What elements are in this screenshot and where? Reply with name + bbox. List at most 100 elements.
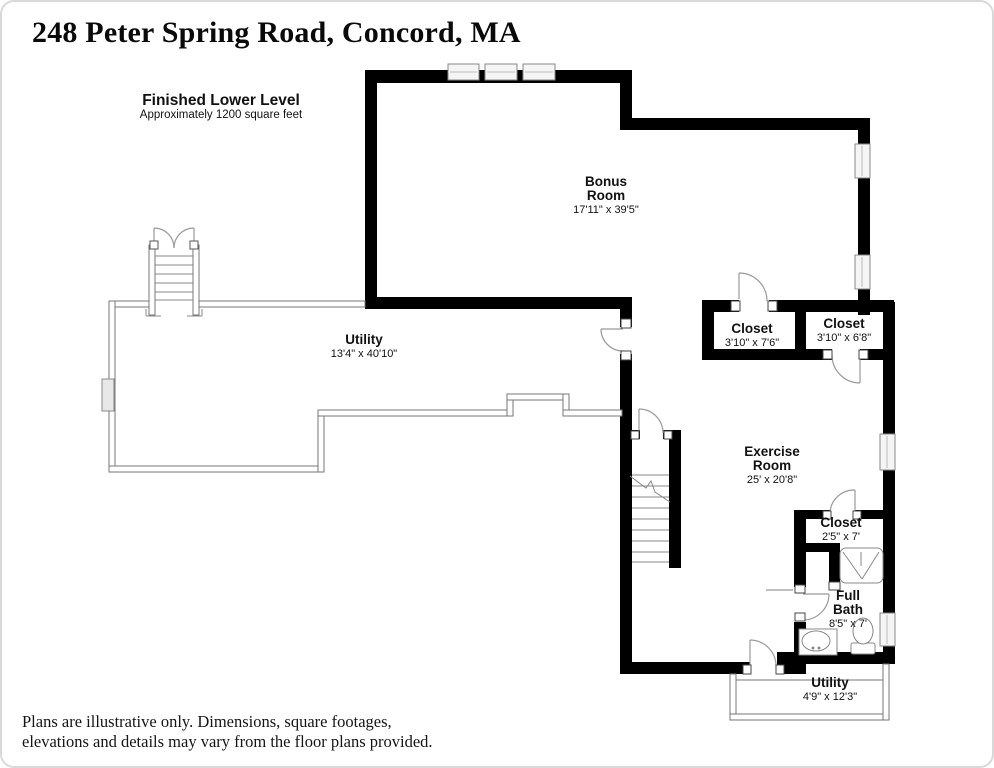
bulkhead-treads	[155, 255, 193, 301]
hinge	[822, 510, 832, 520]
room-dims: 3'10" x 7'6"	[724, 337, 780, 349]
wall-center-vertical	[620, 354, 632, 674]
door-full-bath	[766, 589, 830, 621]
level-title: Finished Lower Level	[142, 92, 300, 109]
bulkhead-wall-right	[192, 244, 200, 316]
wall-stair-right	[669, 430, 681, 568]
hinge	[767, 300, 778, 312]
hinge	[828, 581, 841, 591]
disclaimer-line-1: Plans are illustrative only. Dimensions,…	[22, 712, 392, 731]
room-dims: 17'11" x 39'5"	[573, 204, 639, 216]
hinge	[620, 350, 632, 361]
window-right-upper-1	[854, 143, 871, 179]
window-right-upper-2	[854, 254, 871, 290]
room-name: Closet	[731, 321, 773, 336]
windows	[101, 63, 896, 647]
room-dims: 2'5" x 7'	[821, 531, 861, 543]
wall-small-closet-top-right	[855, 510, 885, 519]
thinwall-utility-step-vert	[317, 409, 325, 473]
stair-break-line	[629, 475, 671, 503]
window-exercise-right	[879, 433, 896, 471]
room-dims: 13'4" x 40'10"	[330, 348, 398, 360]
wall-closets-bottom-left	[702, 349, 832, 360]
hinge	[775, 664, 785, 675]
room-label-closet-left: Closet 3'10" x 7'6"	[692, 321, 812, 350]
hinge	[794, 584, 806, 594]
hinge	[822, 349, 833, 360]
room-name: Full Bath	[833, 588, 863, 617]
door-closet-right	[831, 354, 861, 384]
room-dims: 3'10" x 6'8"	[816, 332, 872, 344]
bulkhead-stairs	[145, 227, 203, 317]
window-top-1	[447, 63, 480, 81]
disclaimer-text: Plans are illustrative only. Dimensions,…	[22, 712, 582, 752]
thinwall-utility-mid-a	[317, 409, 513, 417]
room-label-utility-main: Utility 13'4" x 40'10"	[284, 333, 444, 361]
room-label-closet-small: Closet 2'5" x 7'	[781, 515, 901, 544]
hinge	[663, 430, 673, 440]
wall-small-closet-top-left	[794, 510, 830, 519]
thin-walls	[108, 300, 890, 721]
room-label-utility-small: Utility 4'9" x 12'3"	[770, 676, 890, 704]
room-label-closet-right: Closet 3'10" x 6'8"	[784, 316, 904, 345]
room-name: Bonus Room	[585, 174, 627, 203]
hinge	[730, 300, 741, 312]
room-label-exercise: Exercise Room 25' x 20'8"	[692, 444, 852, 487]
bulkhead-hinge-right	[189, 240, 199, 250]
door-utility-passage	[600, 328, 624, 352]
wall-upper-right-horizontal	[620, 118, 870, 130]
hinge	[620, 318, 632, 329]
sink-vanity	[798, 628, 838, 656]
toilet	[850, 617, 876, 655]
door-stairwell	[638, 408, 664, 434]
thick-walls	[365, 70, 895, 674]
wall-closets-top-right	[769, 300, 894, 312]
page-title: 248 Peter Spring Road, Concord, MA	[32, 16, 521, 49]
room-label-bonus: Bonus Room 17'11" x 39'5"	[526, 174, 686, 217]
wall-shower-stub	[829, 543, 840, 587]
door-closet-small	[829, 489, 856, 514]
hinge	[858, 349, 869, 360]
bath-fixtures	[798, 547, 884, 656]
thinwall-utility-top-b	[198, 300, 366, 308]
level-label-block: Finished Lower Level Approximately 1200 …	[96, 92, 346, 122]
room-name: Exercise Room	[744, 444, 800, 473]
room-name: Closet	[820, 515, 862, 530]
wall-step-vertical	[620, 70, 632, 130]
hinge	[742, 664, 752, 675]
door-exercise-bottom	[749, 639, 777, 667]
disclaimer-line-2: elevations and details may vary from the…	[22, 732, 433, 751]
window-top-3	[522, 63, 556, 81]
shower	[839, 547, 884, 584]
bulkhead-hinge-left	[149, 240, 159, 250]
wall-bonus-left	[365, 70, 377, 309]
hinge	[630, 430, 640, 440]
bulkhead-wall-left	[148, 244, 156, 316]
window-bath-right	[879, 612, 896, 647]
thinwall-utility-mid-b	[562, 409, 623, 417]
level-subtitle: Approximately 1200 square feet	[139, 109, 303, 121]
window-top-2	[484, 63, 518, 81]
room-name: Closet	[823, 316, 865, 331]
thinwall-notch-top	[506, 393, 570, 401]
wall-exercise-bottom	[620, 662, 750, 674]
thinwall-utility-bottom	[108, 465, 325, 473]
bulkhead-door-arc-right	[173, 227, 195, 249]
window-utility-left	[101, 378, 115, 412]
wall-small-closet-bottom	[794, 543, 840, 552]
stair-treads	[632, 474, 669, 563]
wall-closet-divider	[795, 300, 806, 360]
room-dims: 4'9" x 12'3"	[802, 691, 858, 703]
thinwall-utility2-left	[729, 673, 737, 721]
room-label-full-bath: Full Bath 8'5" x 7'	[788, 588, 908, 631]
door-hinges	[620, 300, 869, 675]
room-dims: 25' x 20'8"	[746, 474, 798, 486]
wall-bonus-bottom	[365, 297, 632, 309]
interior-stairs	[629, 474, 671, 563]
room-dims: 8'5" x 7'	[828, 618, 868, 630]
wall-right-lower	[883, 302, 895, 664]
wall-closets-bottom-right	[860, 349, 883, 360]
doors	[600, 272, 861, 667]
